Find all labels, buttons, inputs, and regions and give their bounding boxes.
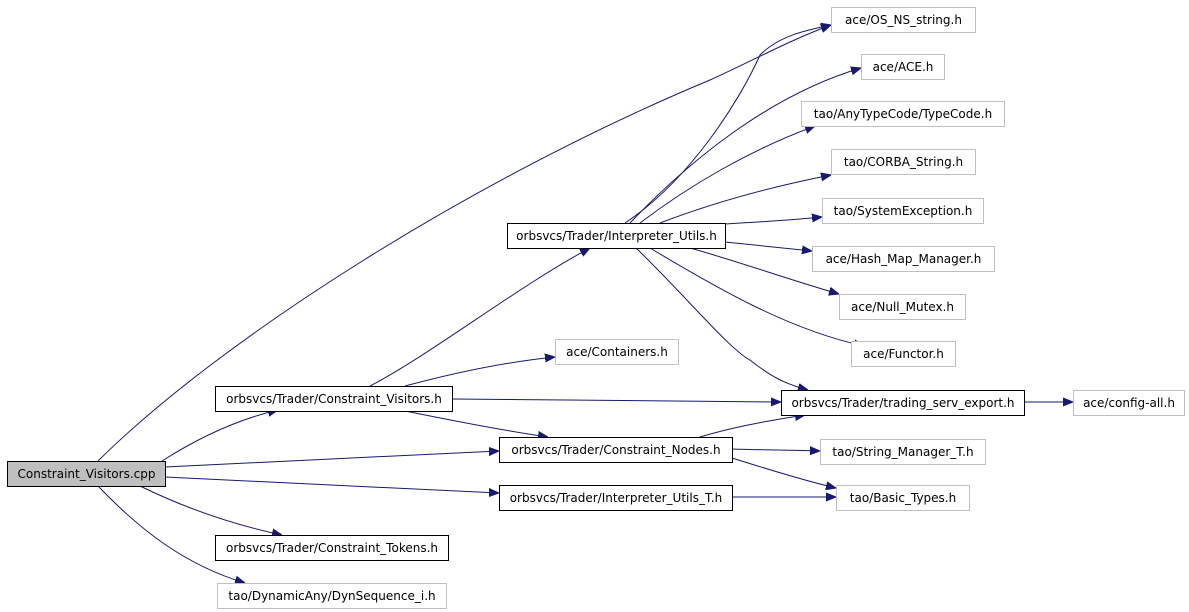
edge-root-to-dynsequence xyxy=(97,485,245,583)
node-null_mutex[interactable]: ace/Null_Mutex.h xyxy=(839,294,966,320)
edge-interp_utils-to-system_exception xyxy=(724,217,822,225)
node-box xyxy=(831,7,976,33)
node-label: ace/config-all.h xyxy=(1083,396,1175,410)
node-box xyxy=(822,198,984,224)
edge-interp_utils-to-ace_ace xyxy=(629,68,861,224)
node-label: Constraint_Visitors.cpp xyxy=(18,467,156,481)
node-label: ace/Containers.h xyxy=(566,345,668,359)
node-basic_types[interactable]: tao/Basic_Types.h xyxy=(836,485,970,511)
node-functor[interactable]: ace/Functor.h xyxy=(851,341,956,367)
edge-interp_utils-to-os_ns_string xyxy=(624,25,831,224)
edge-constraint_visitors_h-to-constraint_nodes xyxy=(404,410,548,437)
node-label: tao/String_Manager_T.h xyxy=(832,445,973,459)
node-system_exception[interactable]: tao/SystemException.h xyxy=(822,198,984,224)
node-label: ace/ACE.h xyxy=(873,60,934,74)
node-hash_map[interactable]: ace/Hash_Map_Manager.h xyxy=(812,246,995,272)
node-box xyxy=(1073,390,1185,416)
node-label: orbsvcs/Trader/trading_serv_export.h xyxy=(791,396,1014,410)
edge-interp_utils-to-trading_export xyxy=(635,247,808,390)
node-root[interactable]: Constraint_Visitors.cpp xyxy=(7,461,166,487)
node-label: orbsvcs/Trader/Constraint_Nodes.h xyxy=(511,443,720,457)
edge-root-to-constraint_visitors_h xyxy=(161,410,278,462)
node-box xyxy=(217,583,447,609)
edge-interp_utils-to-hash_map xyxy=(724,241,812,251)
node-interp_utils_t[interactable]: orbsvcs/Trader/Interpreter_Utils_T.h xyxy=(499,485,733,511)
node-box xyxy=(499,485,733,511)
node-os_ns_string[interactable]: ace/OS_NS_string.h xyxy=(831,7,976,33)
node-containers[interactable]: ace/Containers.h xyxy=(555,339,679,365)
edges-layer xyxy=(97,25,1073,583)
edge-constraint_nodes-to-string_manager xyxy=(731,449,820,451)
node-box xyxy=(499,437,733,463)
edge-root-to-constraint_nodes xyxy=(164,451,499,468)
edge-root-to-interp_utils_t xyxy=(164,476,499,493)
edge-root-to-os_ns_string xyxy=(97,25,831,462)
node-constraint_tokens[interactable]: orbsvcs/Trader/Constraint_Tokens.h xyxy=(215,535,449,561)
node-box xyxy=(7,461,166,487)
edge-constraint_nodes-to-basic_types xyxy=(731,457,836,488)
node-box xyxy=(831,149,976,175)
node-box xyxy=(781,390,1025,416)
edge-constraint_visitors_h-to-containers xyxy=(404,357,555,387)
node-dynsequence[interactable]: tao/DynamicAny/DynSequence_i.h xyxy=(217,583,447,609)
node-box xyxy=(555,339,679,365)
edge-interp_utils-to-typecode xyxy=(639,126,815,224)
node-label: ace/Null_Mutex.h xyxy=(851,300,954,314)
node-box xyxy=(215,535,449,561)
edge-constraint_visitors_h-to-trading_export xyxy=(451,399,781,402)
node-label: orbsvcs/Trader/Constraint_Tokens.h xyxy=(226,541,438,555)
node-box xyxy=(215,386,453,412)
edge-interp_utils-to-null_mutex xyxy=(689,247,839,294)
node-label: ace/OS_NS_string.h xyxy=(845,13,962,27)
node-label: tao/CORBA_String.h xyxy=(844,155,963,169)
node-label: ace/Functor.h xyxy=(863,347,944,361)
edge-constraint_visitors_h-to-interp_utils xyxy=(369,248,590,387)
node-box xyxy=(812,246,995,272)
node-config_all[interactable]: ace/config-all.h xyxy=(1073,390,1185,416)
node-box xyxy=(861,54,945,80)
node-typecode[interactable]: tao/AnyTypeCode/TypeCode.h xyxy=(801,101,1005,127)
node-label: tao/Basic_Types.h xyxy=(850,491,956,505)
node-label: tao/AnyTypeCode/TypeCode.h xyxy=(814,107,992,121)
node-label: orbsvcs/Trader/Constraint_Visitors.h xyxy=(226,392,442,406)
node-box xyxy=(836,485,970,511)
node-interp_utils[interactable]: orbsvcs/Trader/Interpreter_Utils.h xyxy=(507,223,726,249)
node-ace_ace[interactable]: ace/ACE.h xyxy=(861,54,945,80)
node-trading_export[interactable]: orbsvcs/Trader/trading_serv_export.h xyxy=(781,390,1025,416)
node-box xyxy=(839,294,966,320)
node-constraint_visitors_h[interactable]: orbsvcs/Trader/Constraint_Visitors.h xyxy=(215,386,453,412)
node-string_manager[interactable]: tao/String_Manager_T.h xyxy=(820,439,986,465)
node-label: orbsvcs/Trader/Interpreter_Utils_T.h xyxy=(510,491,723,505)
node-label: ace/Hash_Map_Manager.h xyxy=(826,252,982,266)
node-label: orbsvcs/Trader/Interpreter_Utils.h xyxy=(516,229,717,243)
node-label: tao/SystemException.h xyxy=(834,204,973,218)
node-label: tao/DynamicAny/DynSequence_i.h xyxy=(228,589,435,603)
node-corba_string[interactable]: tao/CORBA_String.h xyxy=(831,149,976,175)
edge-interp_utils-to-functor xyxy=(649,247,864,346)
node-box xyxy=(507,223,726,249)
edge-interp_utils-to-corba_string xyxy=(659,175,831,224)
node-box xyxy=(820,439,986,465)
node-constraint_nodes[interactable]: orbsvcs/Trader/Constraint_Nodes.h xyxy=(499,437,733,463)
node-box xyxy=(851,341,956,367)
nodes-layer: Constraint_Visitors.cpp ace/OS_NS_string.… xyxy=(7,7,1185,609)
node-box xyxy=(801,101,1005,127)
edge-constraint_nodes-to-trading_export xyxy=(699,415,805,438)
edge-root-to-constraint_tokens xyxy=(139,485,282,535)
